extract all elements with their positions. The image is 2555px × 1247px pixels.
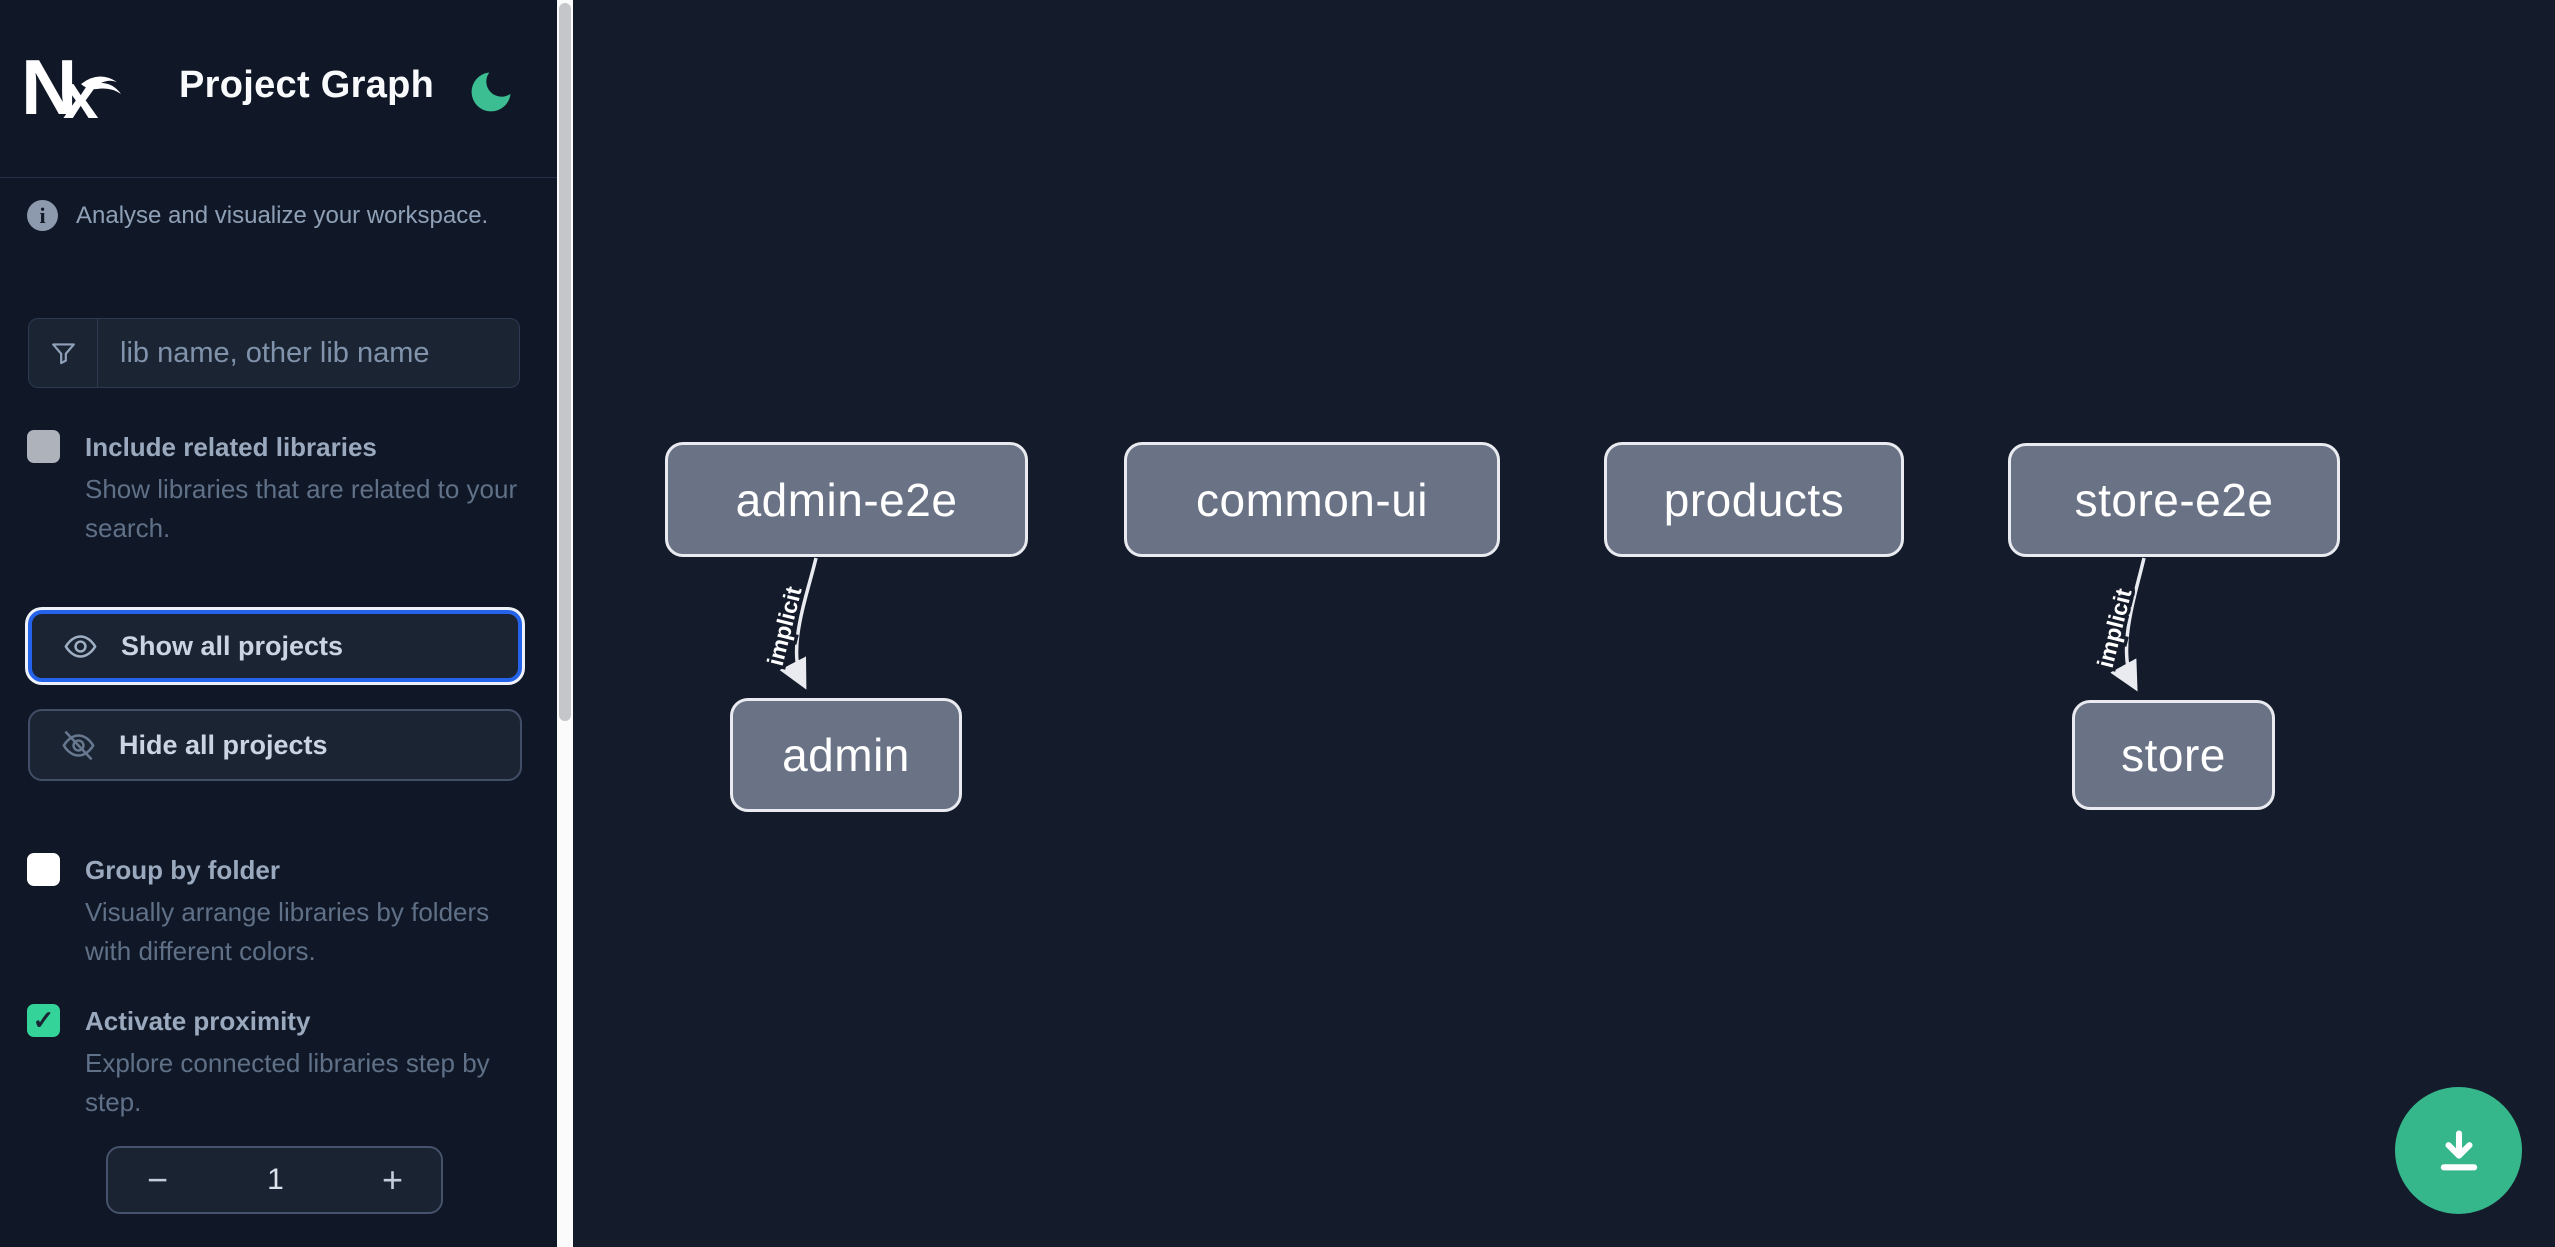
option-description: Show libraries that are related to your …	[85, 474, 518, 543]
scrollbar-thumb[interactable]	[559, 3, 571, 721]
search-box	[28, 318, 520, 388]
proximity-value: 1	[267, 1163, 284, 1196]
node-products[interactable]: products	[1604, 442, 1904, 557]
download-button[interactable]	[2395, 1087, 2522, 1214]
sidebar: N x Project Graph i Analyse and visualiz…	[0, 0, 557, 1247]
eye-icon	[64, 634, 97, 658]
app-title: Project Graph	[179, 64, 435, 106]
intro-row: i Analyse and visualize your workspace.	[27, 200, 527, 231]
moon-icon	[471, 72, 511, 111]
header-divider	[0, 177, 557, 178]
option-activate-proximity: ✓ Activate proximity Explore connected l…	[27, 1003, 527, 1122]
edges-layer: implicit implicit	[758, 557, 2146, 692]
show-all-projects-button[interactable]: Show all projects	[28, 610, 522, 682]
option-label: Group by folder	[85, 855, 280, 885]
edge-store-e2e-store	[2110, 557, 2146, 692]
node-store-e2e[interactable]: store-e2e	[2008, 443, 2340, 557]
sidebar-scrollbar[interactable]	[557, 0, 573, 1247]
option-description: Visually arrange libraries by folders wi…	[85, 897, 490, 966]
edge-admin-e2e-admin	[779, 557, 818, 690]
check-icon: ✓	[32, 1005, 55, 1035]
proximity-increment-button[interactable]: +	[344, 1148, 441, 1212]
nx-logo: N x	[21, 43, 125, 132]
filter-icon	[29, 319, 98, 387]
search-input[interactable]	[98, 319, 519, 387]
checkbox-group-by-folder[interactable]	[27, 853, 60, 886]
checkbox-include-related[interactable]	[27, 430, 60, 463]
checkbox-activate-proximity[interactable]: ✓	[27, 1004, 60, 1037]
eye-slash-icon	[62, 730, 95, 760]
svg-text:x: x	[63, 60, 99, 120]
edge-label-implicit: implicit	[2092, 586, 2137, 671]
theme-toggle-button[interactable]	[460, 62, 522, 124]
edge-label-implicit: implicit	[762, 584, 807, 669]
proximity-stepper: − 1 +	[106, 1146, 443, 1214]
node-common-ui[interactable]: common-ui	[1124, 442, 1500, 557]
option-label: Include related libraries	[85, 432, 377, 462]
download-icon	[2440, 1129, 2477, 1170]
hide-all-projects-button[interactable]: Hide all projects	[28, 709, 522, 781]
option-group-by-folder: Group by folder Visually arrange librari…	[27, 852, 527, 971]
option-description: Explore connected libraries step by step…	[85, 1048, 490, 1117]
intro-text: Analyse and visualize your workspace.	[76, 201, 489, 229]
node-admin[interactable]: admin	[730, 698, 962, 812]
svg-text:N: N	[25, 52, 77, 120]
info-icon: i	[27, 200, 58, 231]
option-label: Activate proximity	[85, 1006, 311, 1036]
graph-canvas[interactable]: implicit implicit admin-e2e common-ui pr…	[573, 0, 2555, 1247]
hide-all-projects-label: Hide all projects	[119, 729, 328, 760]
option-include-related: Include related libraries Show libraries…	[27, 429, 527, 548]
show-all-projects-label: Show all projects	[121, 630, 344, 661]
proximity-decrement-button[interactable]: −	[108, 1148, 207, 1212]
node-admin-e2e[interactable]: admin-e2e	[665, 442, 1028, 557]
node-store[interactable]: store	[2072, 700, 2275, 810]
